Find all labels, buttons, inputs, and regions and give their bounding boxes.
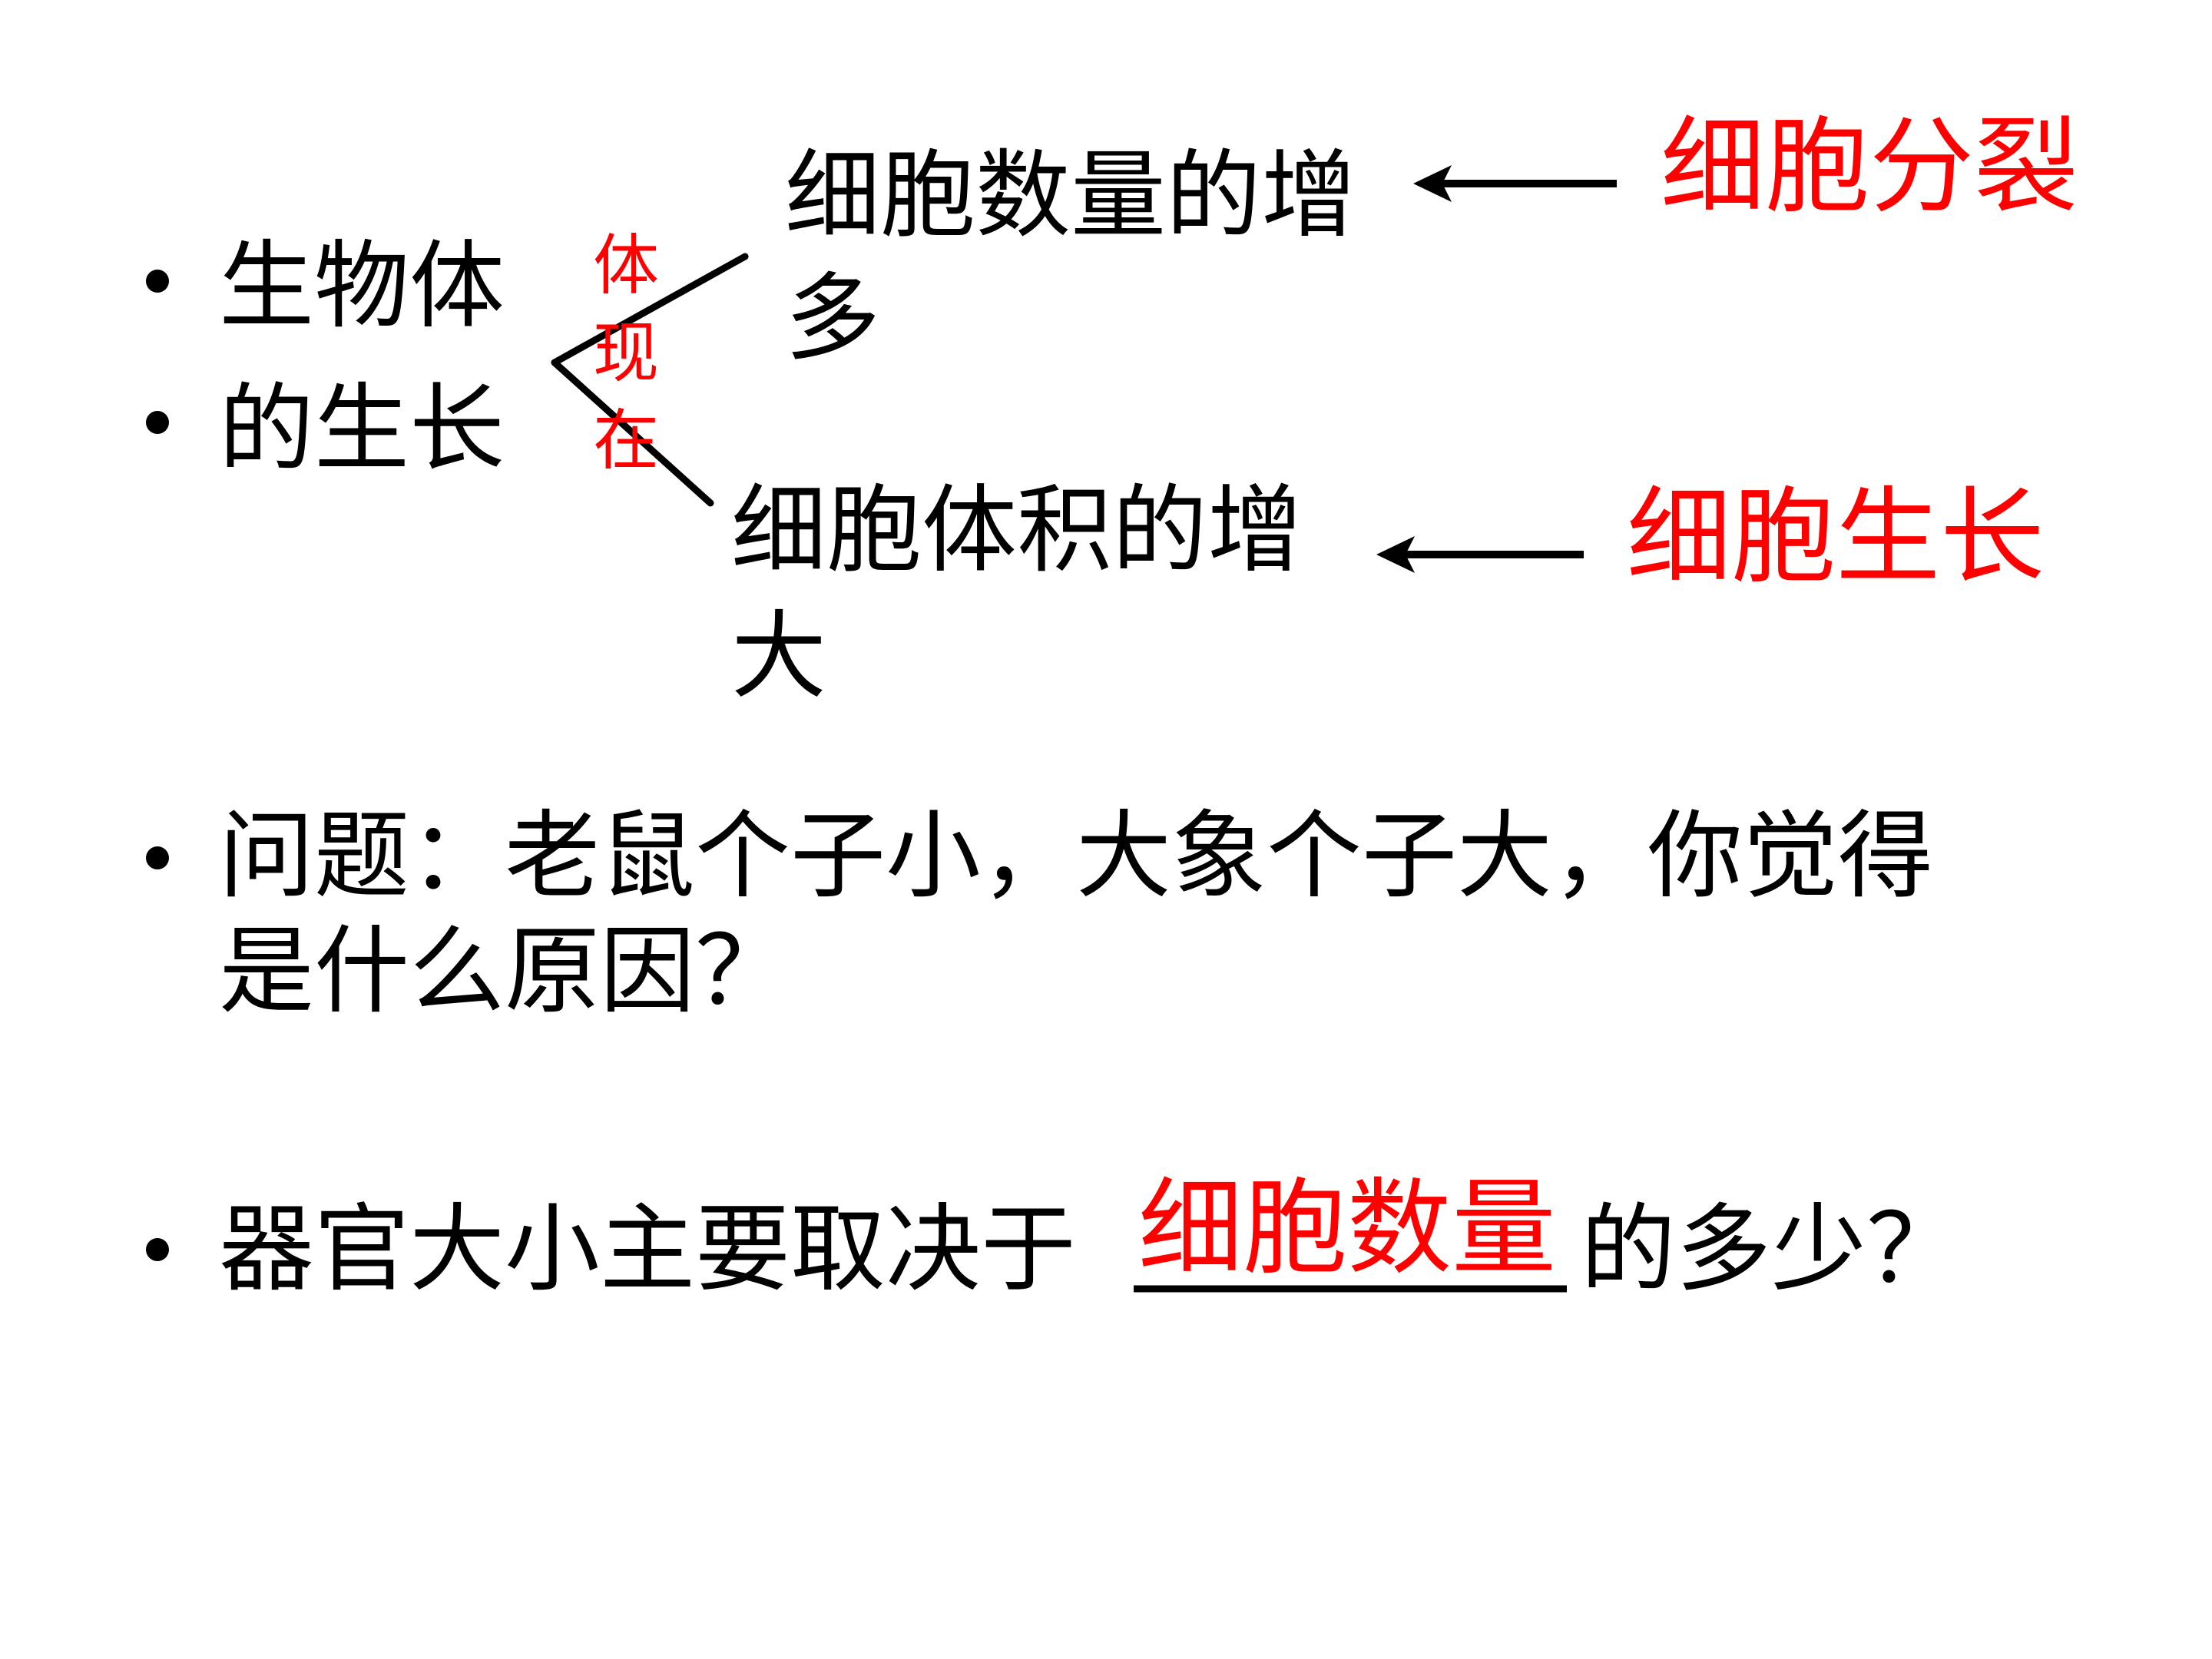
cell-number-increase-line1: 细胞数量的增 — [785, 141, 1357, 251]
cell-growth-answer: 细胞生长 — [1627, 477, 2045, 598]
fill-blank-prefix: 器官大小主要取决于 — [219, 1194, 1077, 1305]
question-line1: 问题：老鼠个子小，大象个子大，你觉得 — [219, 801, 1934, 912]
branch-line-top — [551, 253, 749, 366]
manifested-in-char-3: 在 — [593, 402, 659, 479]
manifested-in-char-1: 体 — [593, 227, 659, 304]
manifested-in-char-2: 现 — [593, 315, 659, 392]
bullet-icon — [146, 846, 169, 869]
branch-line-bottom — [551, 359, 714, 507]
cell-division-answer: 细胞分裂 — [1661, 107, 2078, 228]
arrow-left-icon-bottom — [1376, 536, 1584, 573]
organism-growth-line2: 的生长 — [219, 374, 505, 485]
bullet-icon — [146, 411, 169, 434]
bullet-icon — [146, 270, 169, 293]
cell-volume-increase-line2: 大 — [731, 601, 827, 712]
bullet-icon — [146, 1238, 169, 1261]
organism-growth-line1: 生物体 — [219, 231, 505, 342]
fill-blank-answer: 细胞数量 — [1138, 1168, 1556, 1290]
arrow-left-icon-top — [1413, 165, 1617, 202]
cell-volume-increase-line1: 细胞体积的增 — [731, 475, 1303, 586]
cell-number-increase-line2: 多 — [785, 263, 881, 374]
question-line2: 是什么原因？ — [219, 916, 791, 1027]
fill-blank-suffix: 的多少？ — [1581, 1194, 1962, 1305]
